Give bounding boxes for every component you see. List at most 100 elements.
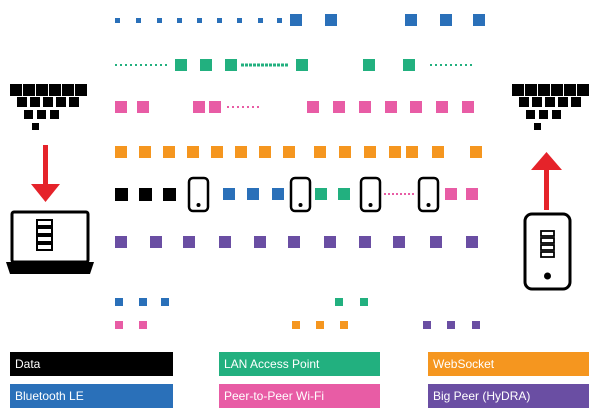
p2p-dotted-link <box>242 106 244 108</box>
lan-dotted-link <box>150 64 152 66</box>
bigpeer-packet <box>183 236 195 248</box>
p2p-packet <box>209 101 221 113</box>
data-packet <box>139 188 152 201</box>
websocket-packet <box>139 146 151 158</box>
grid-triangle-icon-left-cell <box>32 123 39 130</box>
websocket-packet <box>259 146 271 158</box>
lan-dotted-link <box>440 64 442 66</box>
websocket-packet <box>470 146 482 158</box>
up-arrow-icon <box>531 152 562 170</box>
websocket-packet <box>364 146 376 158</box>
lan-dotted-link <box>450 64 452 66</box>
grid-triangle-icon-right-cell <box>552 110 561 119</box>
lan-dotted-link <box>160 64 162 66</box>
p2p-dotted-link <box>392 193 394 195</box>
bluetooth-packet <box>157 18 162 23</box>
grid-triangle-icon-right-cell <box>539 110 548 119</box>
bluetooth-packet <box>277 18 282 23</box>
p2p-packet <box>333 101 345 113</box>
legend-lan-access-point: LAN Access Point <box>219 352 380 376</box>
legend-p2p-label: Peer-to-Peer Wi-Fi <box>224 389 325 403</box>
bigpeer-packet <box>430 236 442 248</box>
lan-packet <box>338 188 350 200</box>
p2p-packet <box>445 188 457 200</box>
bluetooth-packet <box>161 298 169 306</box>
p2p-packet <box>359 101 371 113</box>
legend-bluetooth-label: Bluetooth LE <box>15 389 84 403</box>
lan-dotted-link <box>455 64 457 66</box>
bluetooth-packet <box>473 14 485 26</box>
grid-triangle-icon-right-cell <box>551 84 563 96</box>
grid-triangle-icon-right-cell <box>558 97 568 107</box>
websocket-packet <box>389 146 401 158</box>
grid-triangle-icon-left-cell <box>50 110 59 119</box>
phone-icon-button <box>298 203 303 207</box>
p2p-packet <box>137 101 149 113</box>
lan-dotted-link <box>445 64 447 66</box>
p2p-packet <box>436 101 448 113</box>
stack-icon <box>540 251 555 258</box>
bluetooth-packet <box>115 298 123 306</box>
p2p-dotted-link <box>412 193 414 195</box>
p2p-packet <box>115 321 123 329</box>
grid-triangle-icon-left-cell <box>69 97 79 107</box>
websocket-packet <box>211 146 223 158</box>
bluetooth-packet <box>440 14 452 26</box>
websocket-packet <box>340 321 348 329</box>
grid-triangle-icon-left-cell <box>62 84 74 96</box>
websocket-packet <box>316 321 324 329</box>
grid-triangle-icon-left-cell <box>17 97 27 107</box>
p2p-dotted-link <box>404 193 406 195</box>
p2p-dotted-link <box>232 106 234 108</box>
websocket-packet <box>432 146 444 158</box>
p2p-packet <box>115 101 127 113</box>
bluetooth-packet <box>237 18 242 23</box>
grid-triangle-icon-left-cell <box>30 97 40 107</box>
device-icons <box>6 84 589 291</box>
p2p-packet <box>466 188 478 200</box>
websocket-packet <box>115 146 127 158</box>
lan-packet <box>363 59 375 71</box>
grid-triangle-icon-right-cell <box>571 97 581 107</box>
p2p-packet <box>410 101 422 113</box>
phone-icon-button <box>426 203 431 207</box>
p2p-dotted-link <box>400 193 402 195</box>
lan-dotted-link <box>249 63 252 67</box>
lan-dotted-link <box>261 63 264 67</box>
lan-dotted-link <box>140 64 142 66</box>
legend-bluetooth-le: Bluetooth LE <box>10 384 173 408</box>
p2p-packet <box>193 101 205 113</box>
lan-dotted-link <box>241 63 244 67</box>
grid-triangle-icon-left-cell <box>23 84 35 96</box>
lan-packet <box>315 188 327 200</box>
grid-triangle-icon-left-cell <box>75 84 87 96</box>
lan-packet <box>175 59 187 71</box>
lan-dotted-link <box>145 64 147 66</box>
lan-packet <box>403 59 415 71</box>
bigpeer-packet <box>115 236 127 248</box>
grid-triangle-icon-right-cell <box>512 84 524 96</box>
bigpeer-packet <box>254 236 266 248</box>
stack-icon <box>36 219 53 227</box>
grid-triangle-icon-right-cell <box>545 97 555 107</box>
bluetooth-packet <box>258 18 263 23</box>
grid-triangle-icon-right-cell <box>519 97 529 107</box>
phone-icon <box>289 176 312 213</box>
stack-icon <box>540 244 555 251</box>
p2p-dotted-link <box>257 106 259 108</box>
lan-packet <box>296 59 308 71</box>
data-packet <box>115 188 128 201</box>
legend-data: Data <box>10 352 173 376</box>
bluetooth-packet <box>139 298 147 306</box>
websocket-packet <box>163 146 175 158</box>
bluetooth-packet <box>272 188 284 200</box>
lan-dotted-link <box>277 63 280 67</box>
stack-icon <box>36 235 53 243</box>
bigpeer-packet <box>324 236 336 248</box>
legend-websocket-label: WebSocket <box>433 357 495 371</box>
bluetooth-packet <box>177 18 182 23</box>
phone-home-button <box>544 272 551 280</box>
grid-triangle-icon-right-cell <box>564 84 576 96</box>
down-arrow-icon <box>43 145 48 187</box>
